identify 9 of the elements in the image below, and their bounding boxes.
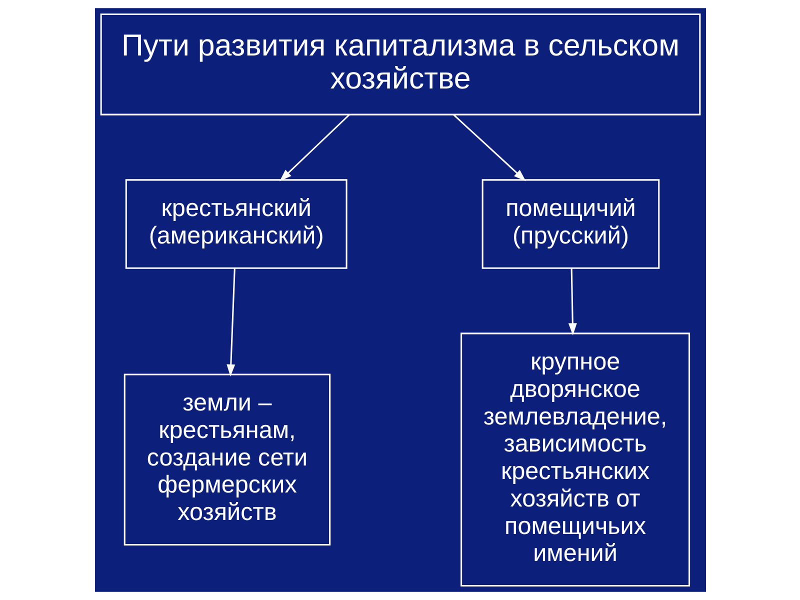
node-box: крестьянский (американский) [124,179,347,269]
node-box: Пути развития капитализма в сельском хозяйстве [100,14,700,116]
node-box: крупное дворянское землевладение, зависимость крестьянских хозяйств от помещичьих имений [460,332,690,586]
node-box: земли – крестьянам, создание сети фермерских хозяйств [123,374,330,546]
arrow [568,268,576,336]
arrow [452,114,526,182]
node-box: помещичий (прусский) [481,179,660,269]
arrow [226,268,235,377]
arrow [279,114,350,182]
